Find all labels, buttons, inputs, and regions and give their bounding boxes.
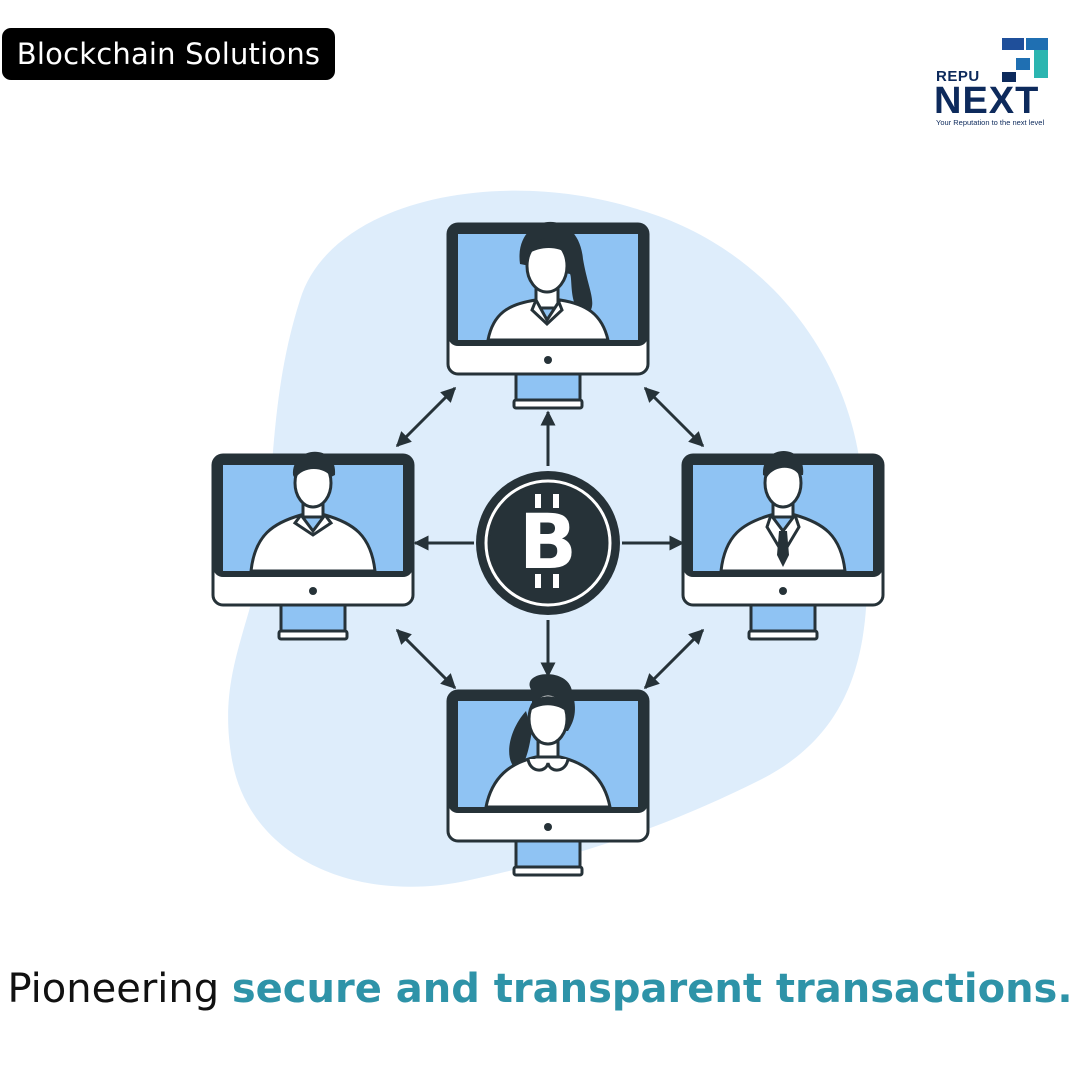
connection-arrows <box>395 386 705 690</box>
computer-woman-bottom <box>446 674 650 877</box>
logo-repu-text: REPU <box>936 68 980 85</box>
computer-man-suit-right <box>681 451 885 641</box>
computer-man-left <box>211 451 415 641</box>
caption: Pioneering secure and transparent transa… <box>0 966 1080 1012</box>
arrow-top-left <box>395 386 457 448</box>
arrow-top-right <box>643 386 705 448</box>
caption-lead: Pioneering <box>7 966 232 1012</box>
person-man-icon <box>249 451 377 573</box>
computer-woman-top <box>446 221 650 410</box>
logo-tagline: Your Reputation to the next level <box>936 118 1045 127</box>
bitcoin-icon: B <box>476 471 620 615</box>
repunext-logo: REPU NEXT Your Reputation to the next le… <box>930 32 1055 132</box>
logo-next-text: NEXT <box>934 80 1040 122</box>
logo-mark-icon <box>1002 38 1048 82</box>
blockchain-solutions-tag: Blockchain Solutions <box>2 28 335 80</box>
arrow-bottom-left <box>395 628 457 690</box>
svg-text:B: B <box>519 497 577 586</box>
person-woman-icon <box>486 221 610 342</box>
arrow-bottom-right <box>643 628 705 690</box>
person-woman-icon <box>484 674 612 809</box>
caption-highlight: secure and transparent transactions. <box>231 966 1073 1012</box>
person-man-suit-icon <box>719 451 847 573</box>
